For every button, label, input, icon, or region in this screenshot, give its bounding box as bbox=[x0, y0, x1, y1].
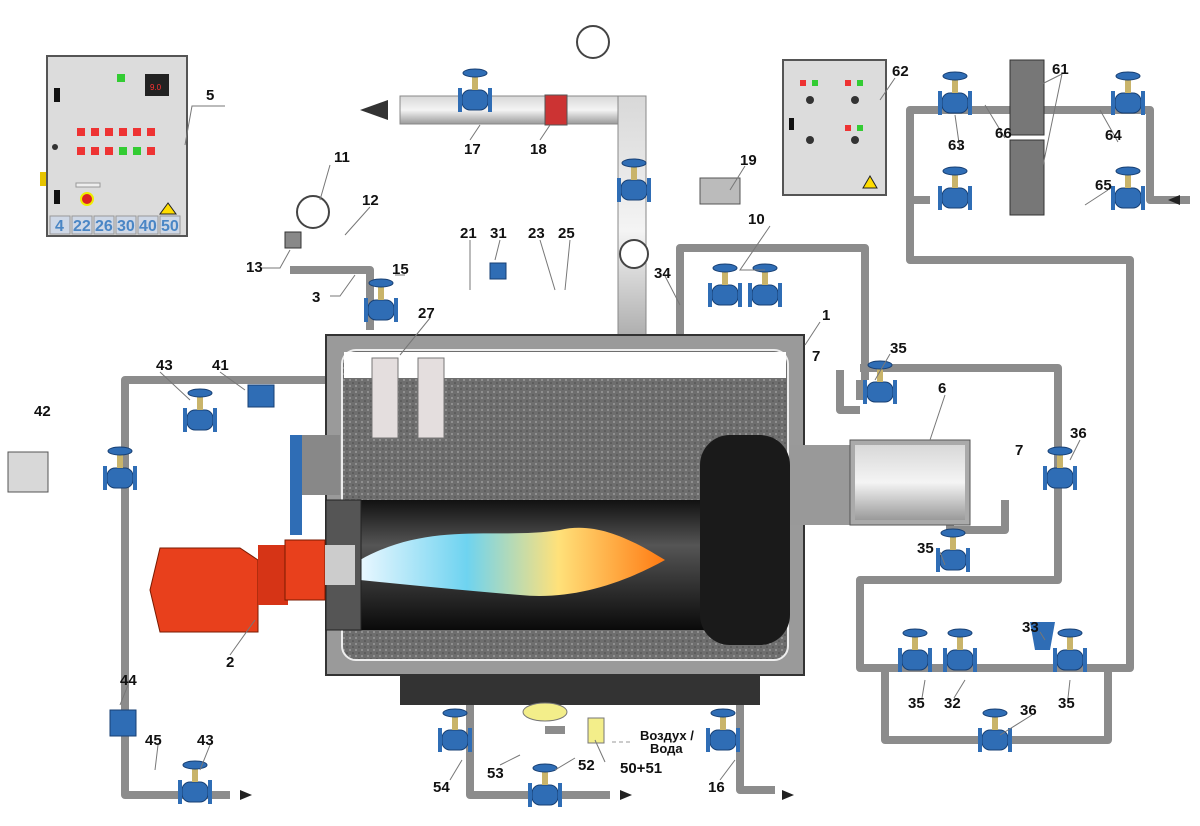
label-64: 64 bbox=[1105, 127, 1122, 144]
label-43: 43 bbox=[156, 357, 173, 374]
label-12: 12 bbox=[362, 192, 379, 209]
label-35: 35 bbox=[1058, 695, 1075, 712]
label-31: 31 bbox=[490, 225, 507, 242]
label-23: 23 bbox=[528, 225, 545, 242]
label-6: 6 bbox=[938, 380, 946, 397]
panel-tag: 26 bbox=[95, 218, 113, 235]
label-50-51: 50+51 bbox=[620, 760, 662, 777]
label-27: 27 bbox=[418, 305, 435, 322]
panel-tags: 4 22 26 30 40 50 bbox=[49, 215, 181, 235]
label-10: 10 bbox=[748, 211, 765, 228]
label-63: 63 bbox=[948, 137, 965, 154]
label-1: 1 bbox=[822, 307, 830, 324]
label-2: 2 bbox=[226, 654, 234, 671]
label-65: 65 bbox=[1095, 177, 1112, 194]
label-25: 25 bbox=[558, 225, 575, 242]
label-41: 41 bbox=[212, 357, 229, 374]
pump-icon bbox=[1009, 139, 1045, 216]
label-19: 19 bbox=[740, 152, 757, 169]
label-33: 33 bbox=[1022, 619, 1039, 636]
panel-tag: 30 bbox=[117, 218, 135, 235]
label-66: 66 bbox=[995, 125, 1012, 142]
control-panel: 9.0 4 22 26 30 40 50 bbox=[40, 55, 188, 237]
label-7: 7 bbox=[812, 348, 820, 365]
label-35: 35 bbox=[917, 540, 934, 557]
label-21: 21 bbox=[460, 225, 477, 242]
pressure-gauge-icon bbox=[576, 25, 610, 59]
medium-note-line1: Воздух / bbox=[640, 728, 694, 743]
main-steam-valve-icon bbox=[457, 68, 493, 113]
label-18: 18 bbox=[530, 141, 547, 158]
gas-valve-actuator bbox=[7, 451, 49, 493]
label-5: 5 bbox=[206, 87, 214, 104]
label-35: 35 bbox=[908, 695, 925, 712]
svg-text:9.0: 9.0 bbox=[150, 83, 162, 92]
labels: 5 11 12 13 3 15 27 43 41 42 21 31 23 25 … bbox=[34, 61, 1122, 796]
label-61: 61 bbox=[1052, 61, 1069, 78]
boiler-body bbox=[300, 334, 971, 705]
label-53: 53 bbox=[487, 765, 504, 782]
label-45: 45 bbox=[145, 732, 162, 749]
panel-tag: 4 bbox=[55, 218, 64, 235]
leader-lines bbox=[119, 73, 1119, 781]
panel-tag: 40 bbox=[139, 218, 157, 235]
flame bbox=[360, 527, 665, 596]
medium-note-line2: Вода bbox=[650, 741, 683, 756]
label-43: 43 bbox=[197, 732, 214, 749]
burner bbox=[149, 435, 355, 633]
pump-control-panel bbox=[782, 59, 887, 196]
label-36: 36 bbox=[1070, 425, 1087, 442]
panel-tag: 22 bbox=[73, 218, 91, 235]
label-62: 62 bbox=[892, 63, 909, 80]
label-52: 52 bbox=[578, 757, 595, 774]
steam-outlet-arrow-icon bbox=[360, 100, 388, 120]
label-17: 17 bbox=[464, 141, 481, 158]
panel-tag: 50 bbox=[161, 218, 179, 235]
pressure-gauge-icon bbox=[619, 239, 649, 269]
label-32: 32 bbox=[944, 695, 961, 712]
pump-icon bbox=[1009, 59, 1045, 136]
label-7: 7 bbox=[1015, 442, 1023, 459]
label-54: 54 bbox=[433, 779, 450, 796]
label-13: 13 bbox=[246, 259, 263, 276]
label-3: 3 bbox=[312, 289, 320, 306]
label-16: 16 bbox=[708, 779, 725, 796]
label-35: 35 bbox=[890, 340, 907, 357]
label-36: 36 bbox=[1020, 702, 1037, 719]
label-44: 44 bbox=[120, 672, 137, 689]
pressure-gauge-icon bbox=[296, 195, 330, 229]
label-42: 42 bbox=[34, 403, 51, 420]
label-34: 34 bbox=[654, 265, 671, 282]
label-11: 11 bbox=[334, 149, 350, 166]
label-15: 15 bbox=[392, 261, 409, 278]
